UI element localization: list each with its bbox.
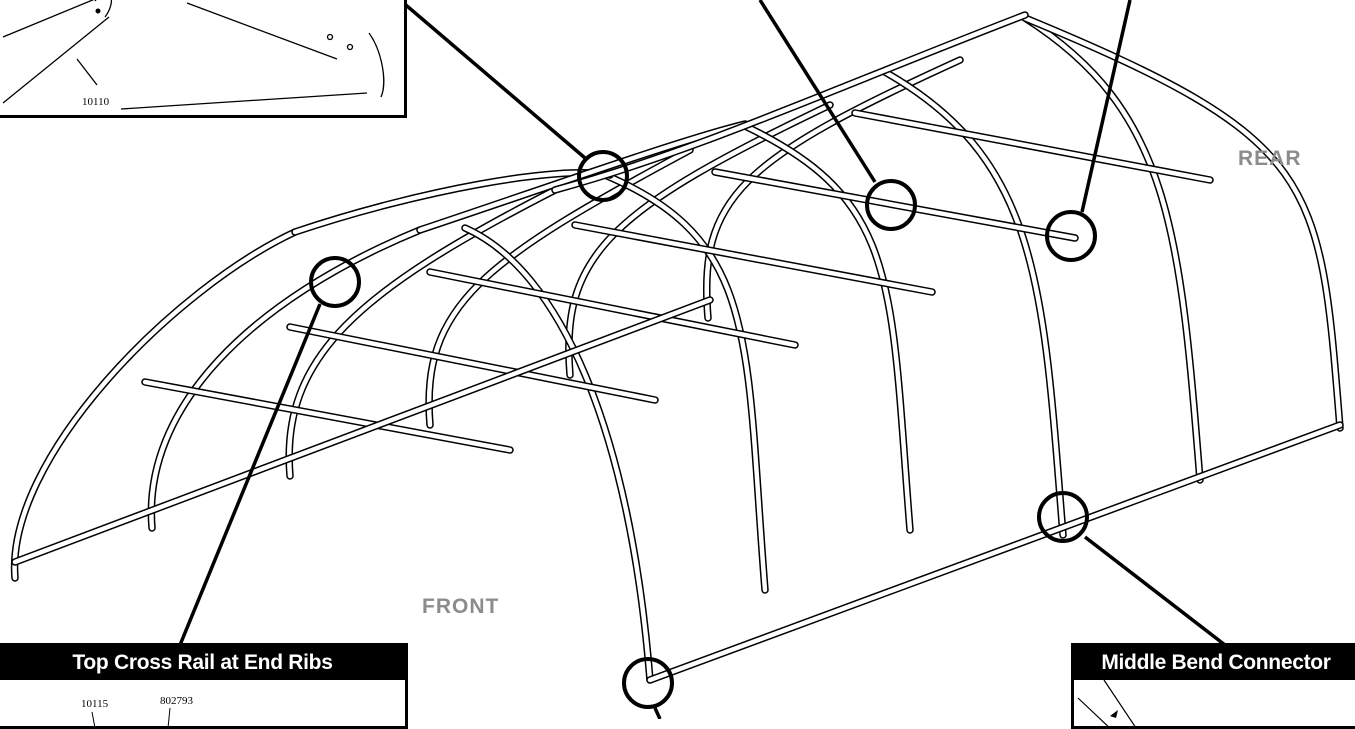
- detail-box-top-cross-rail: Top Cross Rail at End Ribs 10115 802793: [0, 643, 408, 729]
- base-rail-right-fill: [647, 422, 1343, 683]
- leader-line-5: [1083, 535, 1227, 647]
- callout-circle-3: [865, 179, 917, 231]
- base-rail-left-fill: [12, 297, 713, 565]
- leader-line-6: [653, 707, 662, 719]
- rib-right-3-fill: [742, 123, 913, 533]
- callout-circle-6: [622, 657, 674, 709]
- rib-left-1-fill: [12, 229, 298, 581]
- callout-circle-1: [577, 150, 629, 202]
- callout-circle-5: [1037, 491, 1089, 543]
- leader-line-2: [178, 303, 322, 646]
- leader-lines: [91, 707, 171, 726]
- cross-rail-6-fill: [852, 110, 1213, 183]
- rib-left-2-outline: [147, 226, 424, 532]
- rib-right-6-outline: [1021, 14, 1344, 432]
- pipe-connection-detail-drawing: [2, 0, 385, 110]
- rib-right-6-fill: [1022, 15, 1343, 431]
- part-number-10110: 10110: [82, 96, 110, 108]
- rib-right-4-fill: [882, 69, 1066, 538]
- rib-right-5-fill: [1022, 15, 1203, 483]
- ridge-rail-2-fill: [417, 121, 748, 233]
- part-number-802793: 802793: [160, 695, 193, 707]
- leader-line-1: [398, 0, 587, 160]
- cross-rail-5-fill: [712, 169, 1078, 241]
- cross-rail-1-fill: [142, 379, 513, 453]
- cross-rail-3-fill: [427, 269, 798, 348]
- front-label: FRONT: [422, 595, 500, 618]
- rib-right-2-fill: [602, 172, 768, 593]
- rib-right-3-outline: [741, 122, 914, 534]
- cross-rail-2-fill: [287, 324, 658, 403]
- cross-rail-4-fill: [572, 222, 935, 295]
- leader-line-4: [1080, 0, 1132, 213]
- rear-label: REAR: [1238, 147, 1302, 170]
- callout-circles: [178, 0, 1227, 719]
- ridge-rail-3-fill: [552, 12, 1028, 193]
- part-number-10115: 10115: [81, 698, 109, 710]
- detail-title-top-cross-rail: Top Cross Rail at End Ribs: [0, 646, 405, 680]
- leader-line-3: [758, 0, 877, 183]
- rib-left-2-fill: [149, 227, 423, 531]
- rib-right-1-fill: [462, 225, 653, 683]
- detail-box-middle-bend: Middle Bend Connector: [1071, 643, 1355, 729]
- detail-title-middle-bend: Middle Bend Connector: [1074, 646, 1355, 680]
- rib-left-3-fill: [286, 187, 558, 479]
- middle-bend-drawing: [1077, 679, 1136, 726]
- greenhouse-frame: [10, 11, 1344, 684]
- callout-circle-4: [1045, 210, 1097, 262]
- detail-box-pipe-connection: 10110: [0, 0, 407, 118]
- callout-circle-2: [309, 256, 361, 308]
